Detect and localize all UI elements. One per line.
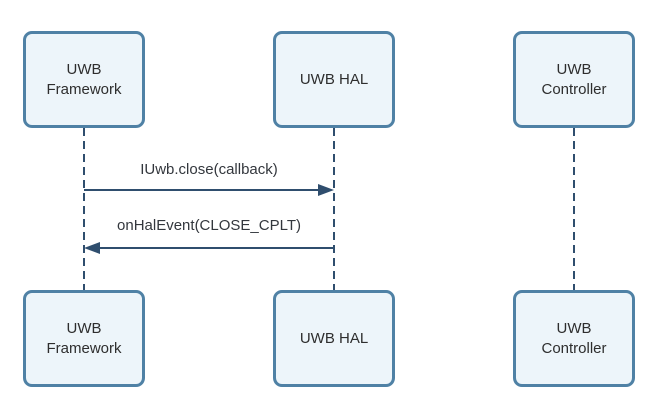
- actor-box-uwb-framework-top: UWB Framework: [23, 31, 145, 128]
- actor-box-uwb-hal-top: UWB HAL: [273, 31, 395, 128]
- actor-label-uwb-controller-bottom: UWB Controller: [541, 320, 607, 357]
- actor-label-uwb-hal-top: UWB HAL: [299, 70, 369, 88]
- message-label-close: IUwb.close(callback): [140, 161, 278, 178]
- message-arrowhead-onhalevent: [84, 242, 100, 254]
- message-arrowhead-close: [318, 184, 334, 196]
- actor-box-uwb-controller-top: UWB Controller: [513, 31, 635, 128]
- actor-box-uwb-controller-bottom: UWB Controller: [513, 290, 635, 387]
- actor-label-uwb-framework-bottom: UWB Framework: [46, 320, 122, 357]
- actor-box-uwb-framework-bottom: UWB Framework: [23, 290, 145, 387]
- actor-label-uwb-hal-bottom: UWB HAL: [299, 329, 369, 347]
- actor-box-uwb-hal-bottom: UWB HAL: [273, 290, 395, 387]
- message-label-onhalevent: onHalEvent(CLOSE_CPLT): [117, 217, 301, 234]
- actor-label-uwb-framework-top: UWB Framework: [46, 61, 122, 98]
- actor-label-uwb-controller-top: UWB Controller: [541, 61, 607, 98]
